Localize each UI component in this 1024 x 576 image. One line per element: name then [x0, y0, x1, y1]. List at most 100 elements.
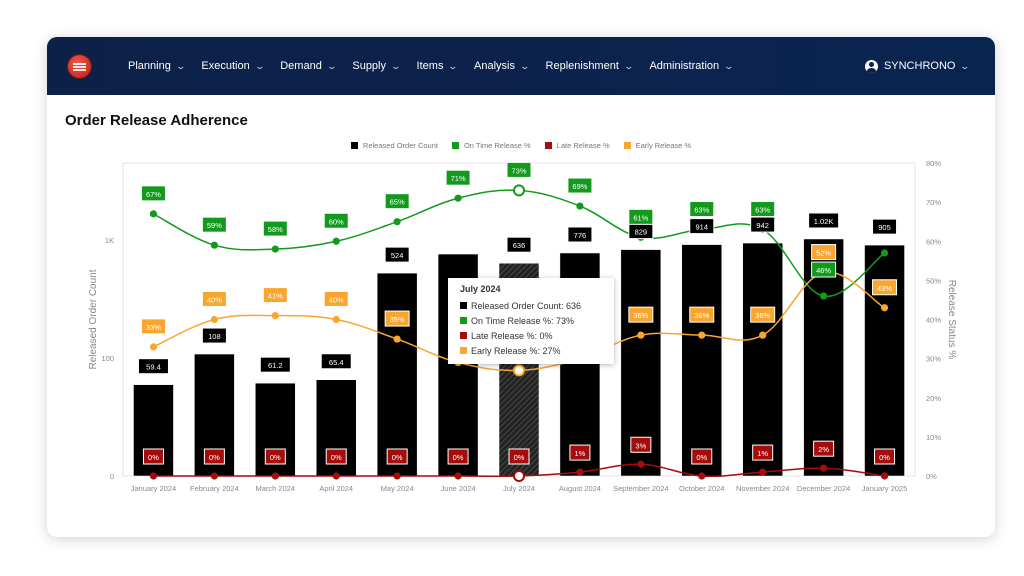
data-label-text: 63% [755, 206, 770, 215]
x-tick-label: August 2024 [559, 484, 601, 493]
data-label-box [872, 218, 898, 235]
data-label-box [689, 218, 715, 235]
legend-item[interactable]: Late Release % [544, 141, 610, 150]
chevron-down-icon: ⌄ [175, 60, 186, 71]
data-label-text: 59.4 [146, 363, 161, 372]
data-label-text: 36% [755, 311, 770, 320]
on-time-label: 58% [262, 220, 288, 237]
x-tick-label: January 2024 [131, 484, 176, 493]
tooltip-row: On Time Release %: 73% [460, 313, 614, 328]
data-label-box [201, 291, 227, 307]
data-label-text: 776 [574, 231, 587, 240]
data-label-text: 0% [453, 453, 464, 462]
nav-item-label: Demand [280, 60, 322, 72]
data-label-box [201, 216, 227, 233]
right-tick-label: 10% [926, 433, 941, 442]
early-label: 35% [384, 310, 410, 327]
data-label-text: 108 [208, 332, 221, 341]
nav-item-supply[interactable]: Supply⌄ [352, 60, 401, 72]
late-label: 0% [508, 448, 530, 465]
bar [742, 242, 783, 477]
chevron-down-icon: ⌄ [326, 60, 337, 71]
data-label-box [813, 440, 835, 457]
on-time-label: 61% [628, 208, 654, 225]
legend-label: Early Release % [635, 141, 692, 150]
x-tick-label: March 2024 [256, 484, 296, 493]
data-label-text: 914 [696, 223, 709, 232]
data-label-box [323, 212, 349, 229]
early-label: 36% [628, 306, 654, 323]
data-point [576, 202, 584, 210]
data-label-box [323, 291, 349, 307]
right-tick-label: 20% [926, 394, 941, 403]
data-label-box [262, 287, 288, 304]
x-tick-label: December 2024 [797, 484, 850, 493]
nav-item-demand[interactable]: Demand ⌄ [280, 60, 337, 72]
data-point [880, 472, 889, 480]
count-label: 905 [872, 218, 898, 235]
data-label-box [752, 444, 774, 461]
legend-item[interactable]: On Time Release % [451, 141, 531, 150]
x-tick-label: July 2024 [503, 484, 535, 493]
legend-swatch [623, 142, 631, 149]
nav-item-execution[interactable]: Execution⌄ [201, 60, 265, 72]
data-point [880, 249, 889, 257]
count-label: 636 [506, 236, 532, 253]
data-label-box [750, 201, 776, 218]
on-time-label: 67% [140, 185, 166, 202]
chevron-down-icon: ⌄ [623, 60, 634, 71]
bar [803, 238, 844, 477]
data-label-text: 0% [392, 453, 403, 462]
data-point [332, 237, 340, 245]
x-tick-label: February 2024 [190, 484, 239, 493]
data-label-box [750, 306, 776, 323]
data-label-box [874, 448, 896, 465]
on-time-label: 46% [811, 261, 837, 278]
data-point [513, 470, 525, 482]
data-label-box [630, 436, 652, 453]
nav-item-planning[interactable]: Planning⌄ [128, 60, 186, 72]
nav-item-analysis[interactable]: Analysis⌄ [474, 60, 530, 72]
right-tick-label: 0% [926, 472, 937, 481]
x-tick-label: June 2024 [441, 484, 476, 493]
count-label: 1.02K [808, 212, 840, 229]
on-time-label: 73% [506, 161, 532, 178]
late-label: 0% [386, 448, 408, 465]
data-label-text: 1.02K [814, 217, 834, 226]
legend-item[interactable]: Released Order Count [350, 141, 438, 150]
count-label: 59.4 [137, 358, 169, 375]
data-point [393, 218, 401, 226]
late-label: 0% [447, 448, 469, 465]
x-tick-label: November 2024 [736, 484, 789, 493]
data-label-text: 1% [575, 449, 586, 458]
user-menu[interactable]: SYNCHRONO ⌄ [864, 37, 971, 95]
data-label-box [689, 201, 715, 218]
data-label-text: 1% [757, 449, 768, 458]
tooltip-text: Early Release %: 27% [471, 345, 561, 356]
x-tick-label: January 2025 [862, 484, 907, 493]
data-label-box [140, 185, 166, 202]
right-tick-label: 30% [926, 355, 941, 364]
nav-item-replenishment[interactable]: Replenishment⌄ [546, 60, 634, 72]
nav-item-items[interactable]: Items⌄ [417, 60, 459, 72]
early-label: 36% [689, 306, 715, 323]
chevron-down-icon: ⌄ [723, 60, 735, 71]
chevron-down-icon: ⌄ [254, 60, 265, 71]
right-axis-label: Release Status % [946, 280, 957, 360]
synchrono-logo-icon[interactable] [68, 55, 91, 78]
nav-item-administration[interactable]: Administration⌄ [649, 60, 735, 72]
early-label: 40% [201, 291, 227, 307]
data-label-box [447, 448, 469, 465]
right-tick-label: 60% [926, 237, 941, 246]
data-point [759, 468, 767, 476]
on-time-label: 65% [384, 193, 410, 210]
legend-swatch [544, 142, 552, 149]
legend-item[interactable]: Early Release % [623, 141, 692, 150]
data-label-box [811, 261, 837, 278]
count-label: 65.4 [320, 353, 352, 370]
data-label-box [259, 356, 291, 373]
late-label: 3% [630, 436, 652, 453]
late-label: 0% [691, 448, 713, 465]
data-point [210, 315, 218, 324]
legend-label: Late Release % [556, 141, 610, 150]
